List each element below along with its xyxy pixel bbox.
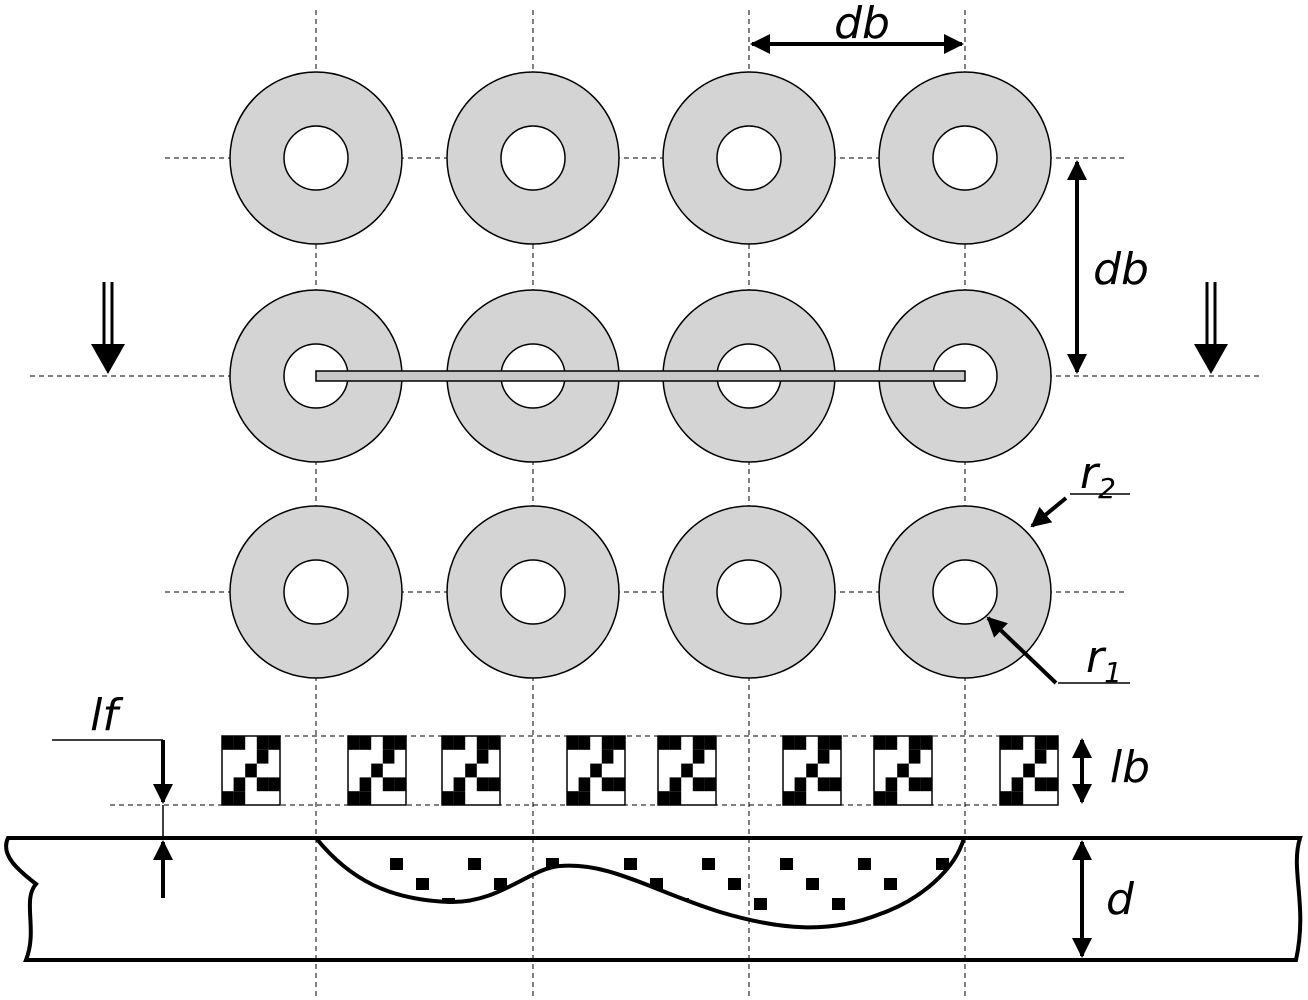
hatched-block-7 xyxy=(873,735,933,806)
section-arrow-right xyxy=(1194,282,1228,374)
r1-label: r1 xyxy=(1086,632,1122,689)
hatched-blocks xyxy=(221,735,1059,806)
ring-hole-r3-c3 xyxy=(716,559,782,625)
r1-arrow xyxy=(986,616,1058,685)
ring-hole-r1-c4 xyxy=(932,125,998,191)
ring-hole-r1-c2 xyxy=(500,125,566,191)
hatched-block-5 xyxy=(657,735,717,806)
db-horizontal-label: db xyxy=(834,0,890,49)
hatched-block-4 xyxy=(566,735,626,806)
hatched-block-6 xyxy=(782,735,842,806)
hatched-block-2 xyxy=(347,735,407,806)
ring-hole-r3-c1 xyxy=(283,559,349,625)
ring-hole-r1-c1 xyxy=(283,125,349,191)
r2-arrow xyxy=(1030,496,1068,528)
hatched-block-8 xyxy=(999,735,1059,806)
ring-hole-r1-c3 xyxy=(716,125,782,191)
ring-hole-r3-c4 xyxy=(932,559,998,625)
ring-hole-r3-c2 xyxy=(500,559,566,625)
section-arrow-left xyxy=(91,282,125,374)
hatched-block-3 xyxy=(441,735,501,806)
base-plate xyxy=(4,836,1303,962)
melt-pool-hatch xyxy=(316,838,964,928)
lb-label: lb xyxy=(1110,742,1150,793)
ring-array xyxy=(229,71,1052,679)
melt-pool-outline xyxy=(314,836,966,930)
hatched-block-1 xyxy=(221,735,281,806)
connecting-bar xyxy=(315,370,966,382)
lf-label: lf xyxy=(90,690,124,741)
d-label: d xyxy=(1106,874,1135,925)
r2-label: r2 xyxy=(1080,448,1116,505)
db-vertical-label: db xyxy=(1093,244,1149,295)
